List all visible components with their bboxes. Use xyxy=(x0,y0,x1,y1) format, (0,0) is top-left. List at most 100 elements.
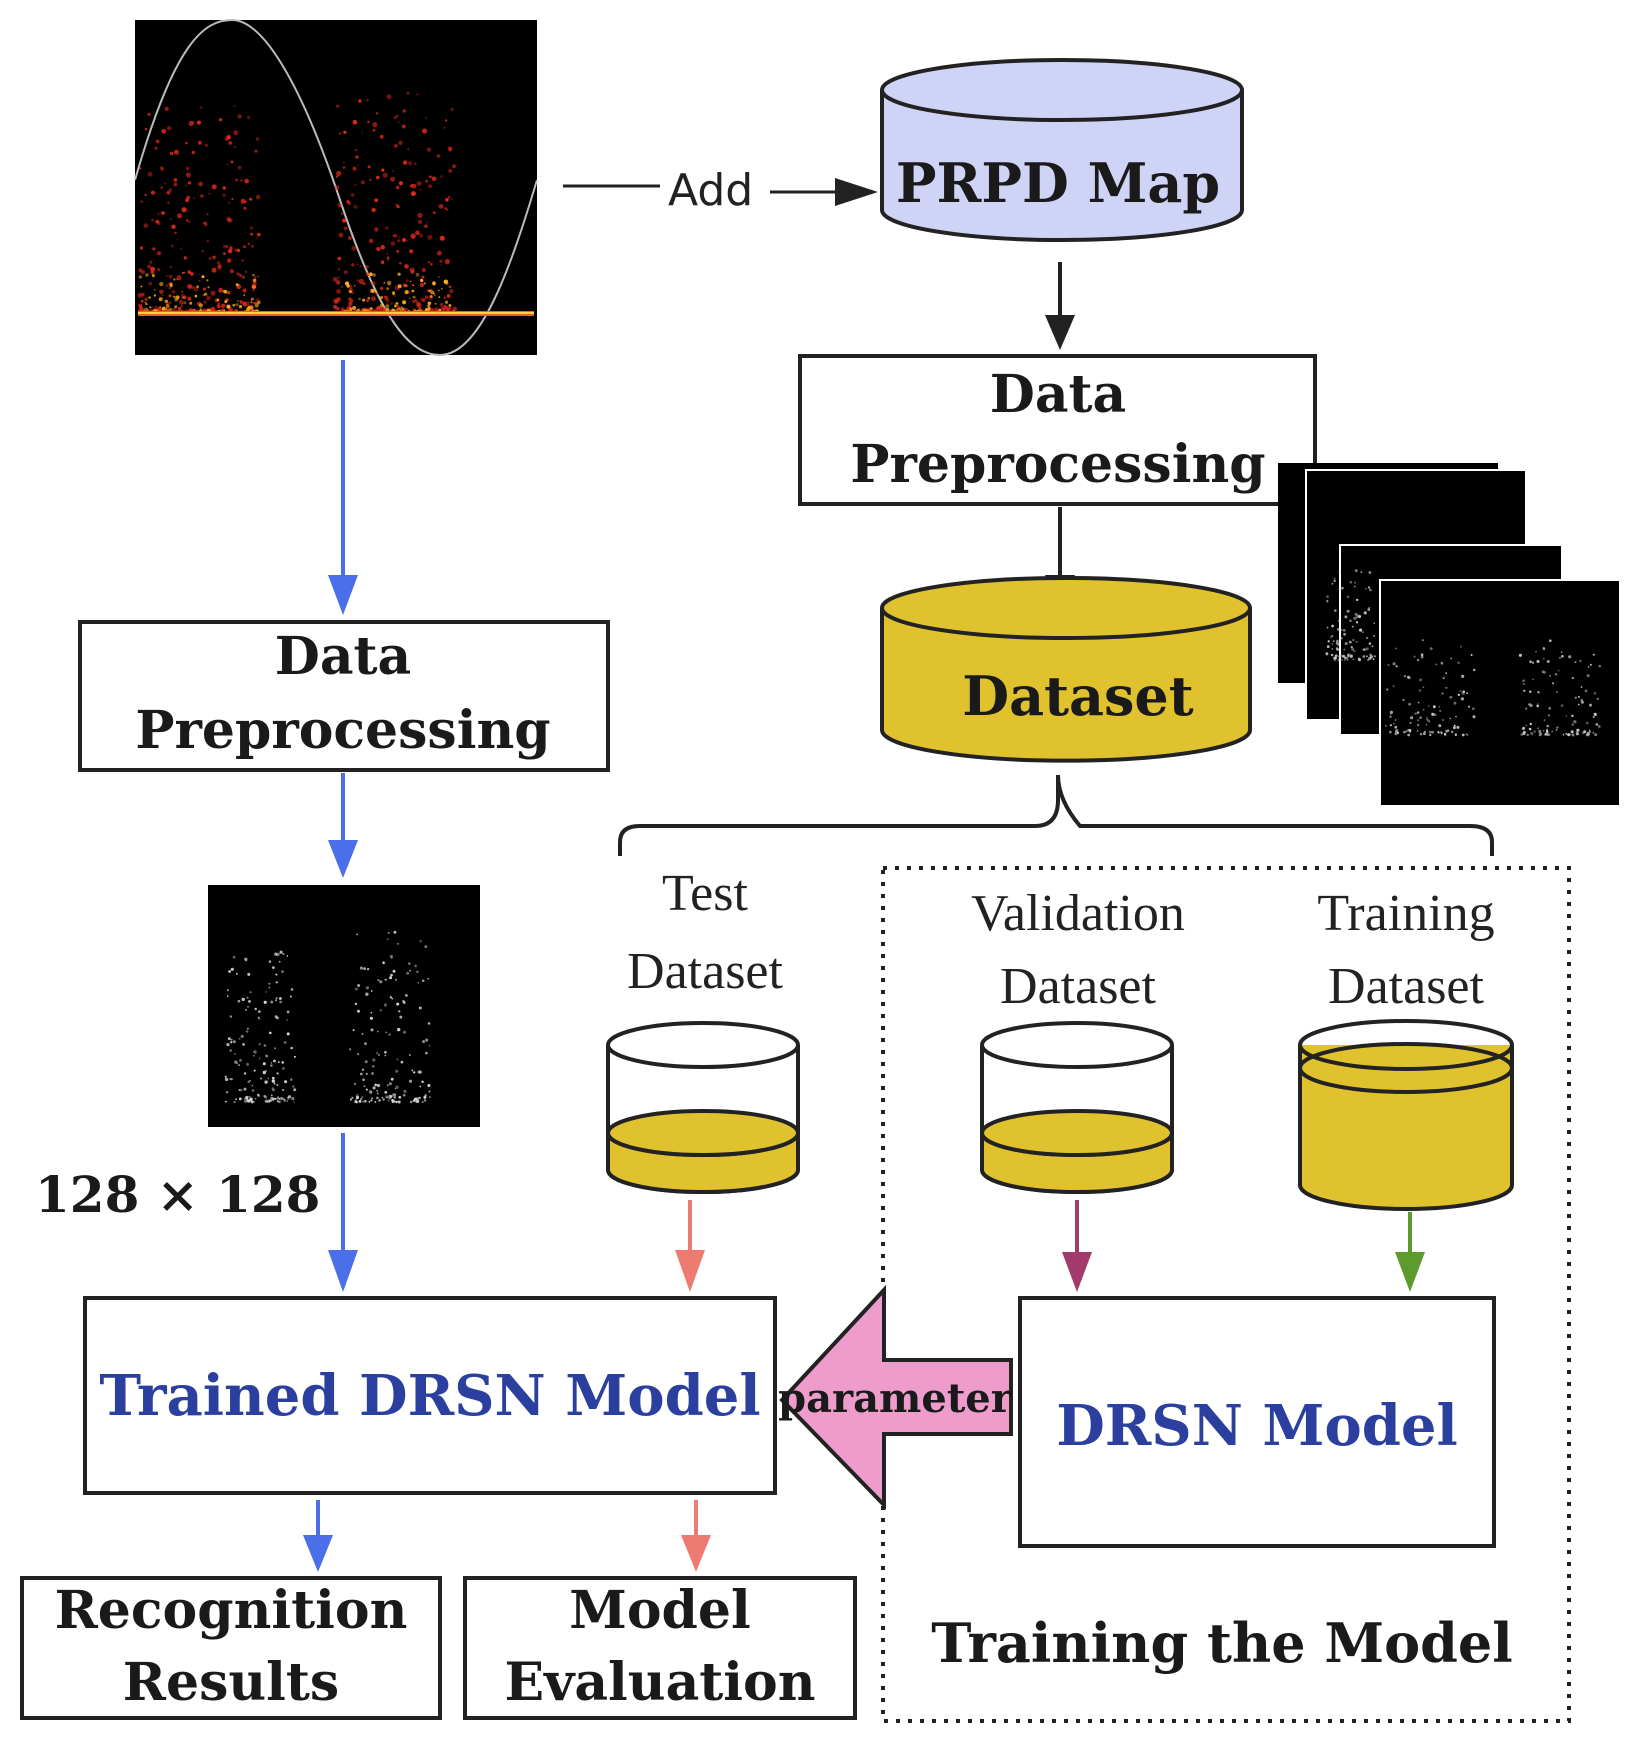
pulse-dot xyxy=(1333,579,1336,583)
pulse-dot xyxy=(418,307,421,310)
pulse-dot xyxy=(1545,733,1549,736)
pulse-dot xyxy=(226,1043,230,1047)
pulse-dot xyxy=(1537,727,1540,730)
pulse-dot xyxy=(351,245,357,251)
pulse-dot xyxy=(382,961,385,964)
pulse-dot xyxy=(1422,708,1425,711)
pulse-dot xyxy=(436,154,441,158)
pulse-dot xyxy=(235,973,238,975)
pulse-dot xyxy=(426,221,429,224)
stack-pulse-cloud xyxy=(1325,569,1602,737)
pulse-dot xyxy=(1556,691,1558,693)
pulse-dot xyxy=(233,130,239,136)
pulse-dot xyxy=(272,1088,275,1092)
pulse-dot xyxy=(390,176,396,182)
pulse-dot xyxy=(1529,690,1532,693)
pulse-dot xyxy=(427,261,430,264)
pulse-dot xyxy=(396,1002,400,1006)
pulse-dot xyxy=(381,1096,384,1099)
training-dataset: Training Dataset xyxy=(1298,885,1514,1211)
pulse-dot xyxy=(198,181,203,187)
arrow-validation-to-drsn-model xyxy=(1062,1200,1092,1292)
pulse-dot xyxy=(370,1091,373,1094)
pulse-dot xyxy=(372,122,378,128)
pulse-dot xyxy=(270,1096,273,1100)
pulse-dot xyxy=(270,1094,273,1097)
pulse-dot xyxy=(169,284,173,288)
pulse-dot xyxy=(283,1099,286,1102)
pulse-dot xyxy=(380,260,385,264)
pulse-dot xyxy=(1530,732,1534,736)
pulse-dot xyxy=(1420,653,1424,656)
pulse-dot xyxy=(211,184,217,190)
pulse-dot xyxy=(231,197,234,200)
pulse-dot xyxy=(293,1088,297,1092)
pulse-dot xyxy=(276,1072,279,1075)
pulse-dot xyxy=(1367,586,1371,589)
pulse-dot xyxy=(1334,654,1338,658)
pulse-dot xyxy=(1593,712,1597,717)
pulse-dot xyxy=(1593,691,1597,695)
pulse-dot xyxy=(402,1093,406,1097)
pulse-dot xyxy=(226,163,229,166)
pulse-dot xyxy=(1360,571,1363,574)
pulse-dot xyxy=(392,969,396,973)
pulse-dot xyxy=(375,307,378,310)
model-evaluation-line1: Model xyxy=(569,1580,750,1641)
pulse-dot xyxy=(138,268,143,273)
pulse-dot xyxy=(148,296,151,299)
pulse-dot xyxy=(1561,655,1564,658)
pulse-dot xyxy=(382,172,388,178)
pulse-dot xyxy=(243,294,246,297)
pulse-dot xyxy=(370,1028,374,1032)
pulse-dot xyxy=(379,286,384,291)
pulse-dot xyxy=(1587,665,1590,668)
arrow-to-evaluation xyxy=(681,1500,711,1572)
pulse-dot xyxy=(232,303,236,307)
pulse-dot xyxy=(257,232,261,237)
pulse-dot xyxy=(147,171,153,177)
pulse-dot xyxy=(1326,600,1329,603)
pulse-dot xyxy=(397,943,399,945)
pulse-dot xyxy=(437,276,440,279)
pulse-dot xyxy=(450,107,454,111)
pulse-dot xyxy=(1592,731,1595,734)
pulse-dot xyxy=(182,295,187,300)
pulse-dot xyxy=(1369,653,1372,656)
pulse-dot xyxy=(1473,668,1476,672)
pulse-dot xyxy=(189,272,194,276)
pulse-dot xyxy=(429,295,433,298)
pulse-dot xyxy=(247,1080,251,1083)
pulse-dot xyxy=(340,212,344,216)
pulse-dot xyxy=(229,246,233,250)
pulse-dot xyxy=(254,303,259,308)
pulse-dot xyxy=(157,251,161,256)
pulse-dot xyxy=(1386,688,1389,691)
pulse-dot xyxy=(1362,631,1364,633)
pulse-dot xyxy=(1557,669,1560,672)
pulse-dot xyxy=(365,1088,368,1091)
pulse-dot xyxy=(1351,625,1354,628)
pulse-dot xyxy=(180,308,182,310)
pulse-dot xyxy=(1408,702,1411,706)
pulse-dot xyxy=(234,249,237,252)
pulse-dot xyxy=(1416,730,1419,732)
pulse-dot xyxy=(428,184,432,189)
pulse-dot xyxy=(386,258,389,261)
pulse-dot xyxy=(275,973,278,976)
training-dataset-line2: Dataset xyxy=(1328,958,1484,1015)
pulse-dot xyxy=(437,289,440,292)
pulse-dot xyxy=(1346,609,1350,613)
pulse-dot xyxy=(362,1078,365,1082)
pulse-dot xyxy=(416,301,421,307)
pulse-dot xyxy=(418,233,424,238)
pulse-dot xyxy=(222,186,226,190)
pulse-dot xyxy=(1574,661,1577,663)
pulse-dot xyxy=(355,987,358,991)
pulse-dot xyxy=(1353,650,1356,653)
pulse-dot xyxy=(1387,663,1390,667)
pulse-dot xyxy=(430,262,433,266)
pulse-dot xyxy=(206,279,209,282)
pulse-dot xyxy=(390,301,394,305)
pulse-dot xyxy=(419,1006,422,1010)
